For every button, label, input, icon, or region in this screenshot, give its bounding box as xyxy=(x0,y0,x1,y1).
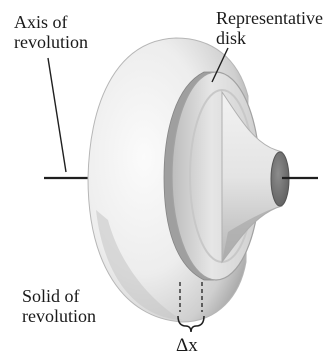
solid-label-line-2: revolution xyxy=(22,306,96,326)
solid-of-revolution-label: Solid of revolution xyxy=(22,286,96,326)
delta-x-label: Δx xyxy=(176,336,198,356)
disk-label-line-1: Representative xyxy=(216,8,323,28)
axis-label-line-1: Axis of xyxy=(14,12,88,32)
disk-label-line-2: disk xyxy=(216,28,323,48)
solid-label-line-1: Solid of xyxy=(22,286,96,306)
axis-leader-line xyxy=(48,58,66,172)
representative-disk-label: Representative disk xyxy=(216,8,323,48)
axis-of-revolution-label: Axis of revolution xyxy=(14,12,88,52)
axis-label-line-2: revolution xyxy=(14,32,88,52)
